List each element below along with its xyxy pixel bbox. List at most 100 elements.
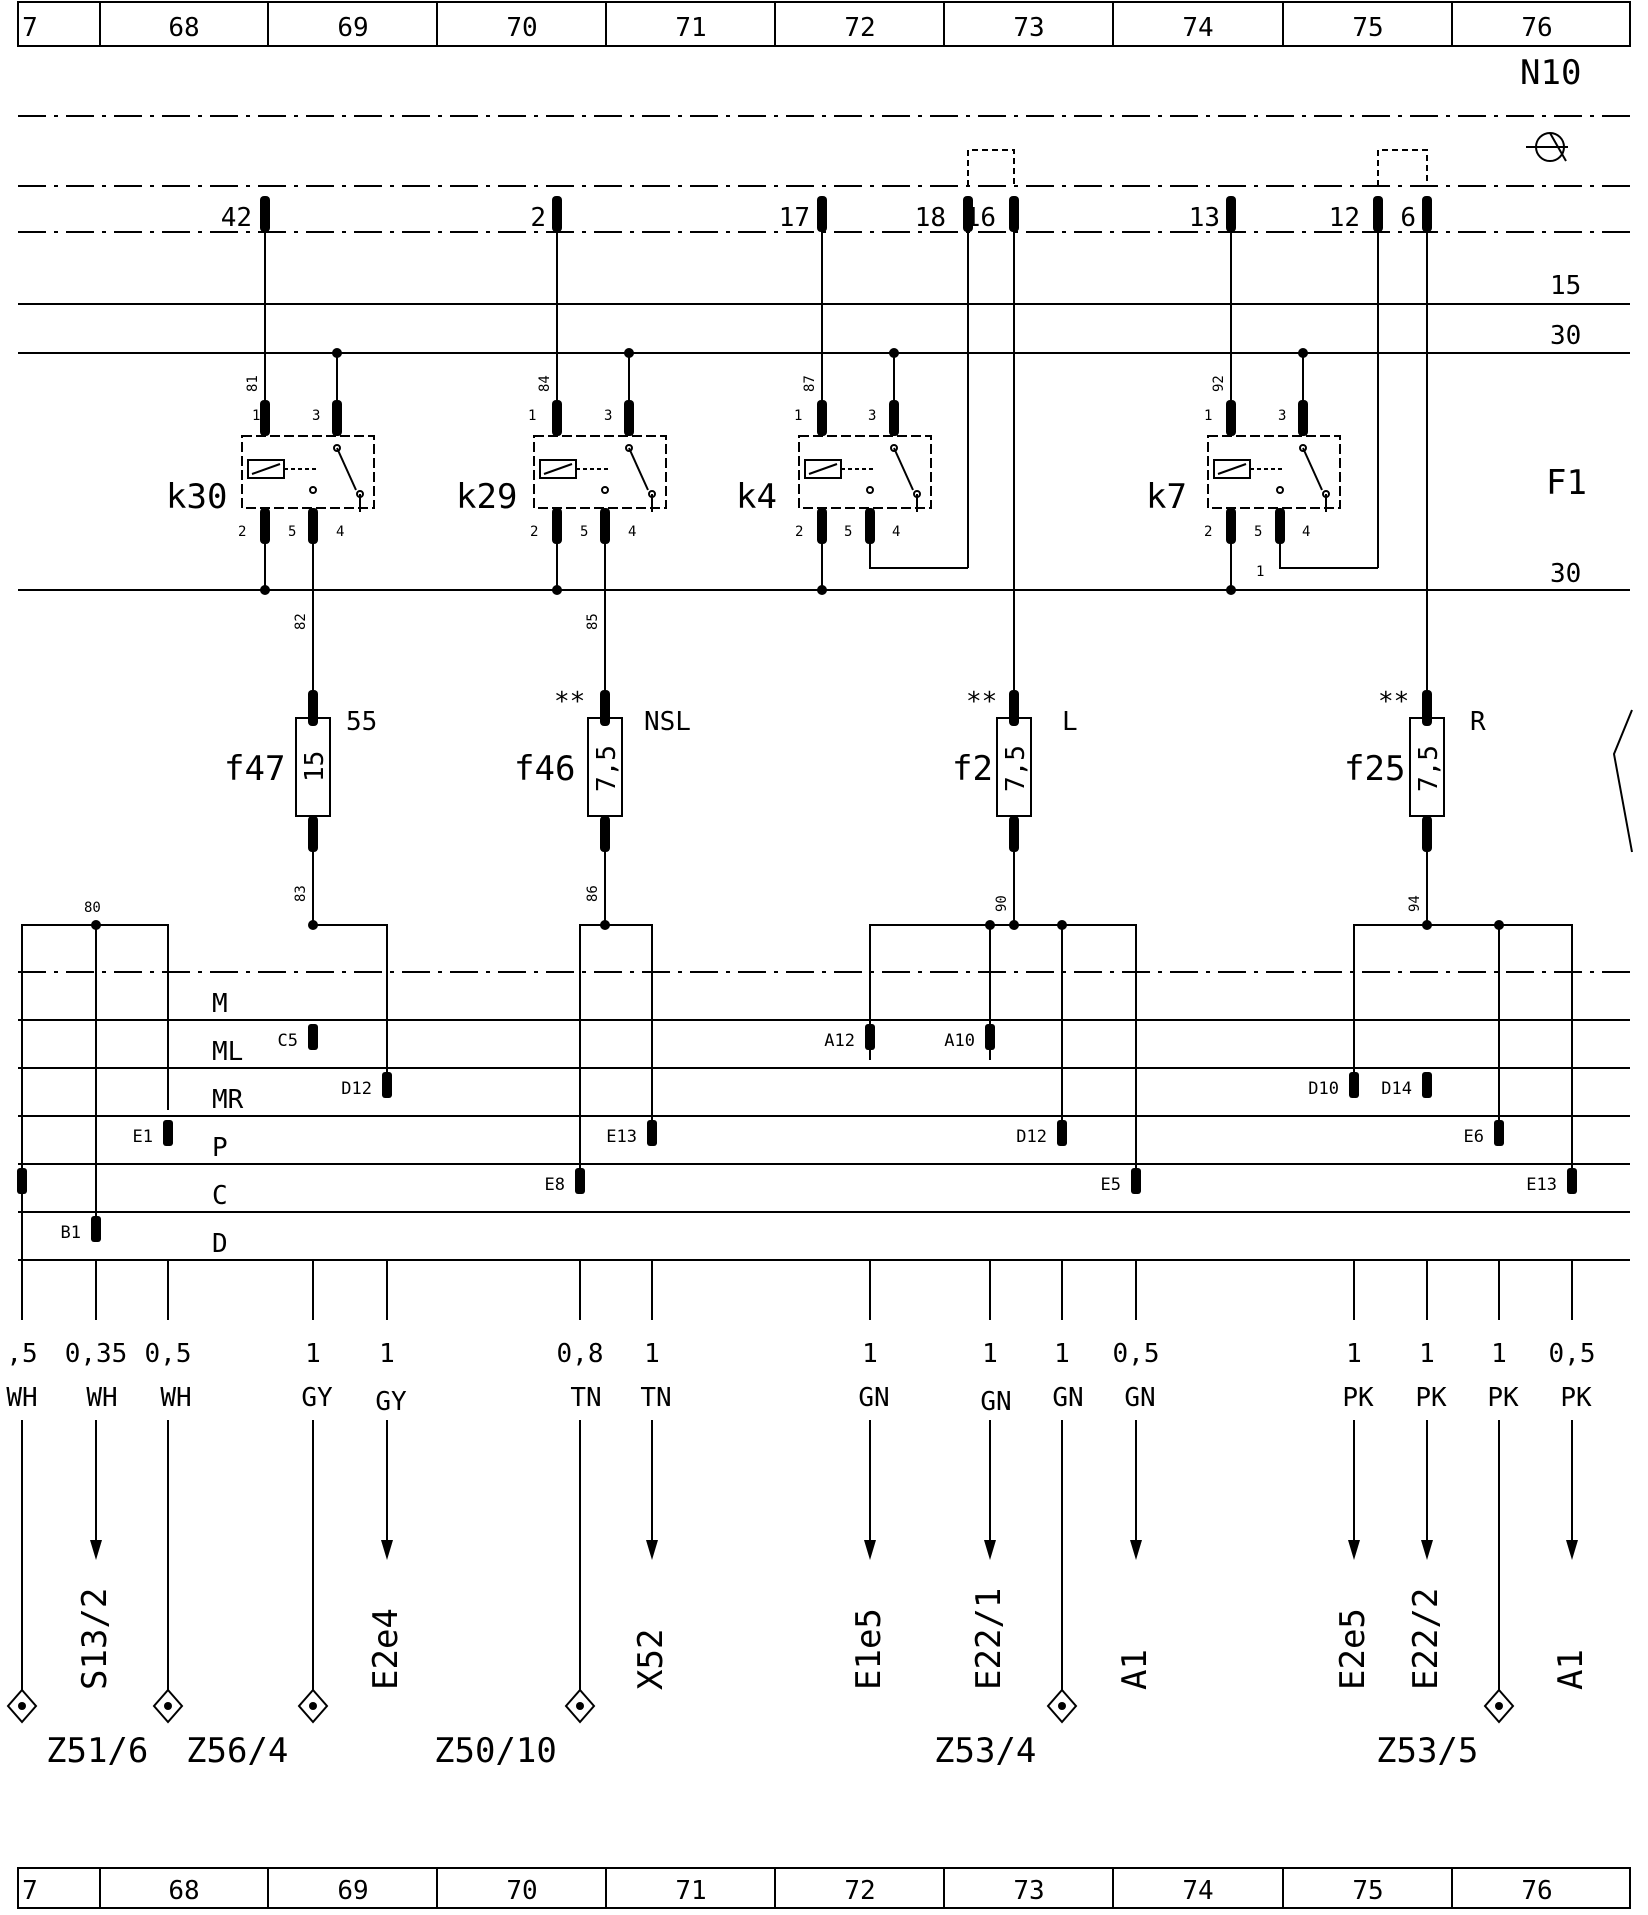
wire-color: GN — [858, 1383, 889, 1413]
fuse-tag: 55 — [346, 707, 377, 737]
wire-color: TN — [640, 1383, 671, 1413]
wire-size: 0,5 — [145, 1339, 192, 1369]
column-number: 69 — [337, 13, 368, 43]
power-rails — [18, 303, 1630, 591]
column-number: 70 — [506, 13, 537, 43]
wire-number: 86 — [585, 885, 601, 902]
bus-connector-pins — [17, 1024, 1577, 1242]
fuse-label: f2 — [952, 749, 993, 789]
bus-connector-label: A12 — [824, 1031, 855, 1051]
wire-color: GY — [301, 1383, 333, 1413]
column-number: 69 — [337, 1876, 368, 1906]
fuse-rating: 15 — [300, 751, 330, 782]
bus-label: M — [212, 989, 228, 1019]
column-number: 72 — [844, 13, 875, 43]
pin-label: 3 — [868, 408, 876, 424]
bus-label: MR — [212, 1085, 244, 1115]
bus-connector-label: D12 — [341, 1079, 372, 1099]
wire-size: 0,5 — [1549, 1339, 1596, 1369]
destination-label: E22/1 — [969, 1588, 1009, 1690]
wire-color: GN — [1124, 1383, 1155, 1413]
column-number: 76 — [1521, 13, 1552, 43]
destination-label: S13/2 — [75, 1588, 115, 1690]
wire-color: GN — [1052, 1383, 1083, 1413]
wire-number: 90 — [994, 895, 1010, 912]
wire-color: PK — [1487, 1383, 1519, 1413]
bus-connector-label: C5 — [278, 1031, 298, 1051]
pin-label: 4 — [628, 524, 636, 540]
destination-label: A1 — [1551, 1649, 1591, 1690]
wire-number: 83 — [293, 885, 309, 902]
wire-size: 0,5 — [1113, 1339, 1160, 1369]
bus-label: ML — [212, 1037, 243, 1067]
ground-label: Z53/5 — [1376, 1731, 1478, 1771]
wire-number: 82 — [293, 613, 309, 630]
bus-connector-label: D12 — [1016, 1127, 1047, 1147]
wire-color: GN — [980, 1387, 1011, 1417]
bus-connector-label: E8 — [545, 1175, 565, 1195]
column-number: 75 — [1352, 1876, 1383, 1906]
column-number: 76 — [1521, 1876, 1552, 1906]
wire-size: 0,8 — [557, 1339, 604, 1369]
wire-size: ,5 — [6, 1339, 37, 1369]
fuse-mark: ** — [554, 687, 585, 717]
wire-color: PK — [1415, 1383, 1447, 1413]
wire-color: WH — [86, 1383, 117, 1413]
relay-label: k29 — [456, 477, 517, 517]
connector-number: 6 — [1400, 203, 1416, 233]
pin-label: 5 — [288, 524, 296, 540]
pin-label: 4 — [892, 524, 900, 540]
fuse-f25: f25 7,5 R ** 94 — [1344, 687, 1486, 930]
wire-size: 1 — [1346, 1339, 1362, 1369]
pin-label: 5 — [580, 524, 588, 540]
destination-label: E2e4 — [366, 1608, 406, 1690]
relay-k30: k30 1 3 2 5 4 81 82 — [166, 348, 375, 690]
column-number: 73 — [1013, 13, 1044, 43]
pin-label: 2 — [530, 524, 538, 540]
pin-label: 1 — [1256, 564, 1264, 580]
ground-label: Z56/4 — [186, 1731, 288, 1771]
bus-connector-label: D14 — [1381, 1079, 1412, 1099]
wire-number: 84 — [537, 375, 553, 392]
pin-label: 1 — [794, 408, 802, 424]
relay-k29: k29 1 3 2 5 4 84 85 — [456, 348, 667, 690]
connector-number: 2 — [530, 203, 546, 233]
destination-label: E22/2 — [1406, 1588, 1446, 1690]
fuse-f47: f47 15 55 83 — [224, 690, 377, 930]
wire-size: 1 — [862, 1339, 878, 1369]
bus-connector-label: E5 — [1101, 1175, 1121, 1195]
destination-label: A1 — [1115, 1649, 1155, 1690]
pin-label: 5 — [844, 524, 852, 540]
wire-size: 0,35 — [65, 1339, 128, 1369]
splice-label: 80 — [84, 900, 101, 916]
relay-k7: k7 1 3 2 5 4 1 92 — [1146, 348, 1378, 595]
fuse-mark: ** — [966, 687, 997, 717]
fuse-label: f46 — [514, 749, 575, 789]
top-feed-wires — [264, 149, 1428, 690]
wire-color: GY — [375, 1387, 407, 1417]
wire-color: WH — [6, 1383, 37, 1413]
fuse-f2: f2 7,5 L ** 90 — [952, 687, 1078, 930]
bus-connector-label: D10 — [1308, 1079, 1339, 1099]
splice-dots — [91, 920, 1504, 930]
column-number: 75 — [1352, 13, 1383, 43]
panel-boundary-lines — [18, 115, 1630, 233]
column-number: 71 — [675, 13, 706, 43]
fuse-rating: 7,5 — [592, 745, 622, 792]
wire-size: 1 — [1054, 1339, 1070, 1369]
column-header-top — [17, 1, 1631, 47]
bus-connector-label: E13 — [1526, 1175, 1557, 1195]
bus-connector-label: E13 — [606, 1127, 637, 1147]
rail-label-30: 30 — [1550, 559, 1581, 589]
column-number: 74 — [1182, 13, 1213, 43]
chassis-ground-symbol — [1526, 132, 1568, 162]
continuation-bracket — [1612, 709, 1633, 853]
relay-label: k7 — [1146, 477, 1187, 517]
connector-number: 17 — [779, 203, 810, 233]
connector-number: 12 — [1329, 203, 1360, 233]
destination-label: E2e5 — [1333, 1608, 1373, 1690]
wire-color: TN — [570, 1383, 601, 1413]
pin-label: 5 — [1254, 524, 1262, 540]
pin-label: 3 — [1278, 408, 1286, 424]
